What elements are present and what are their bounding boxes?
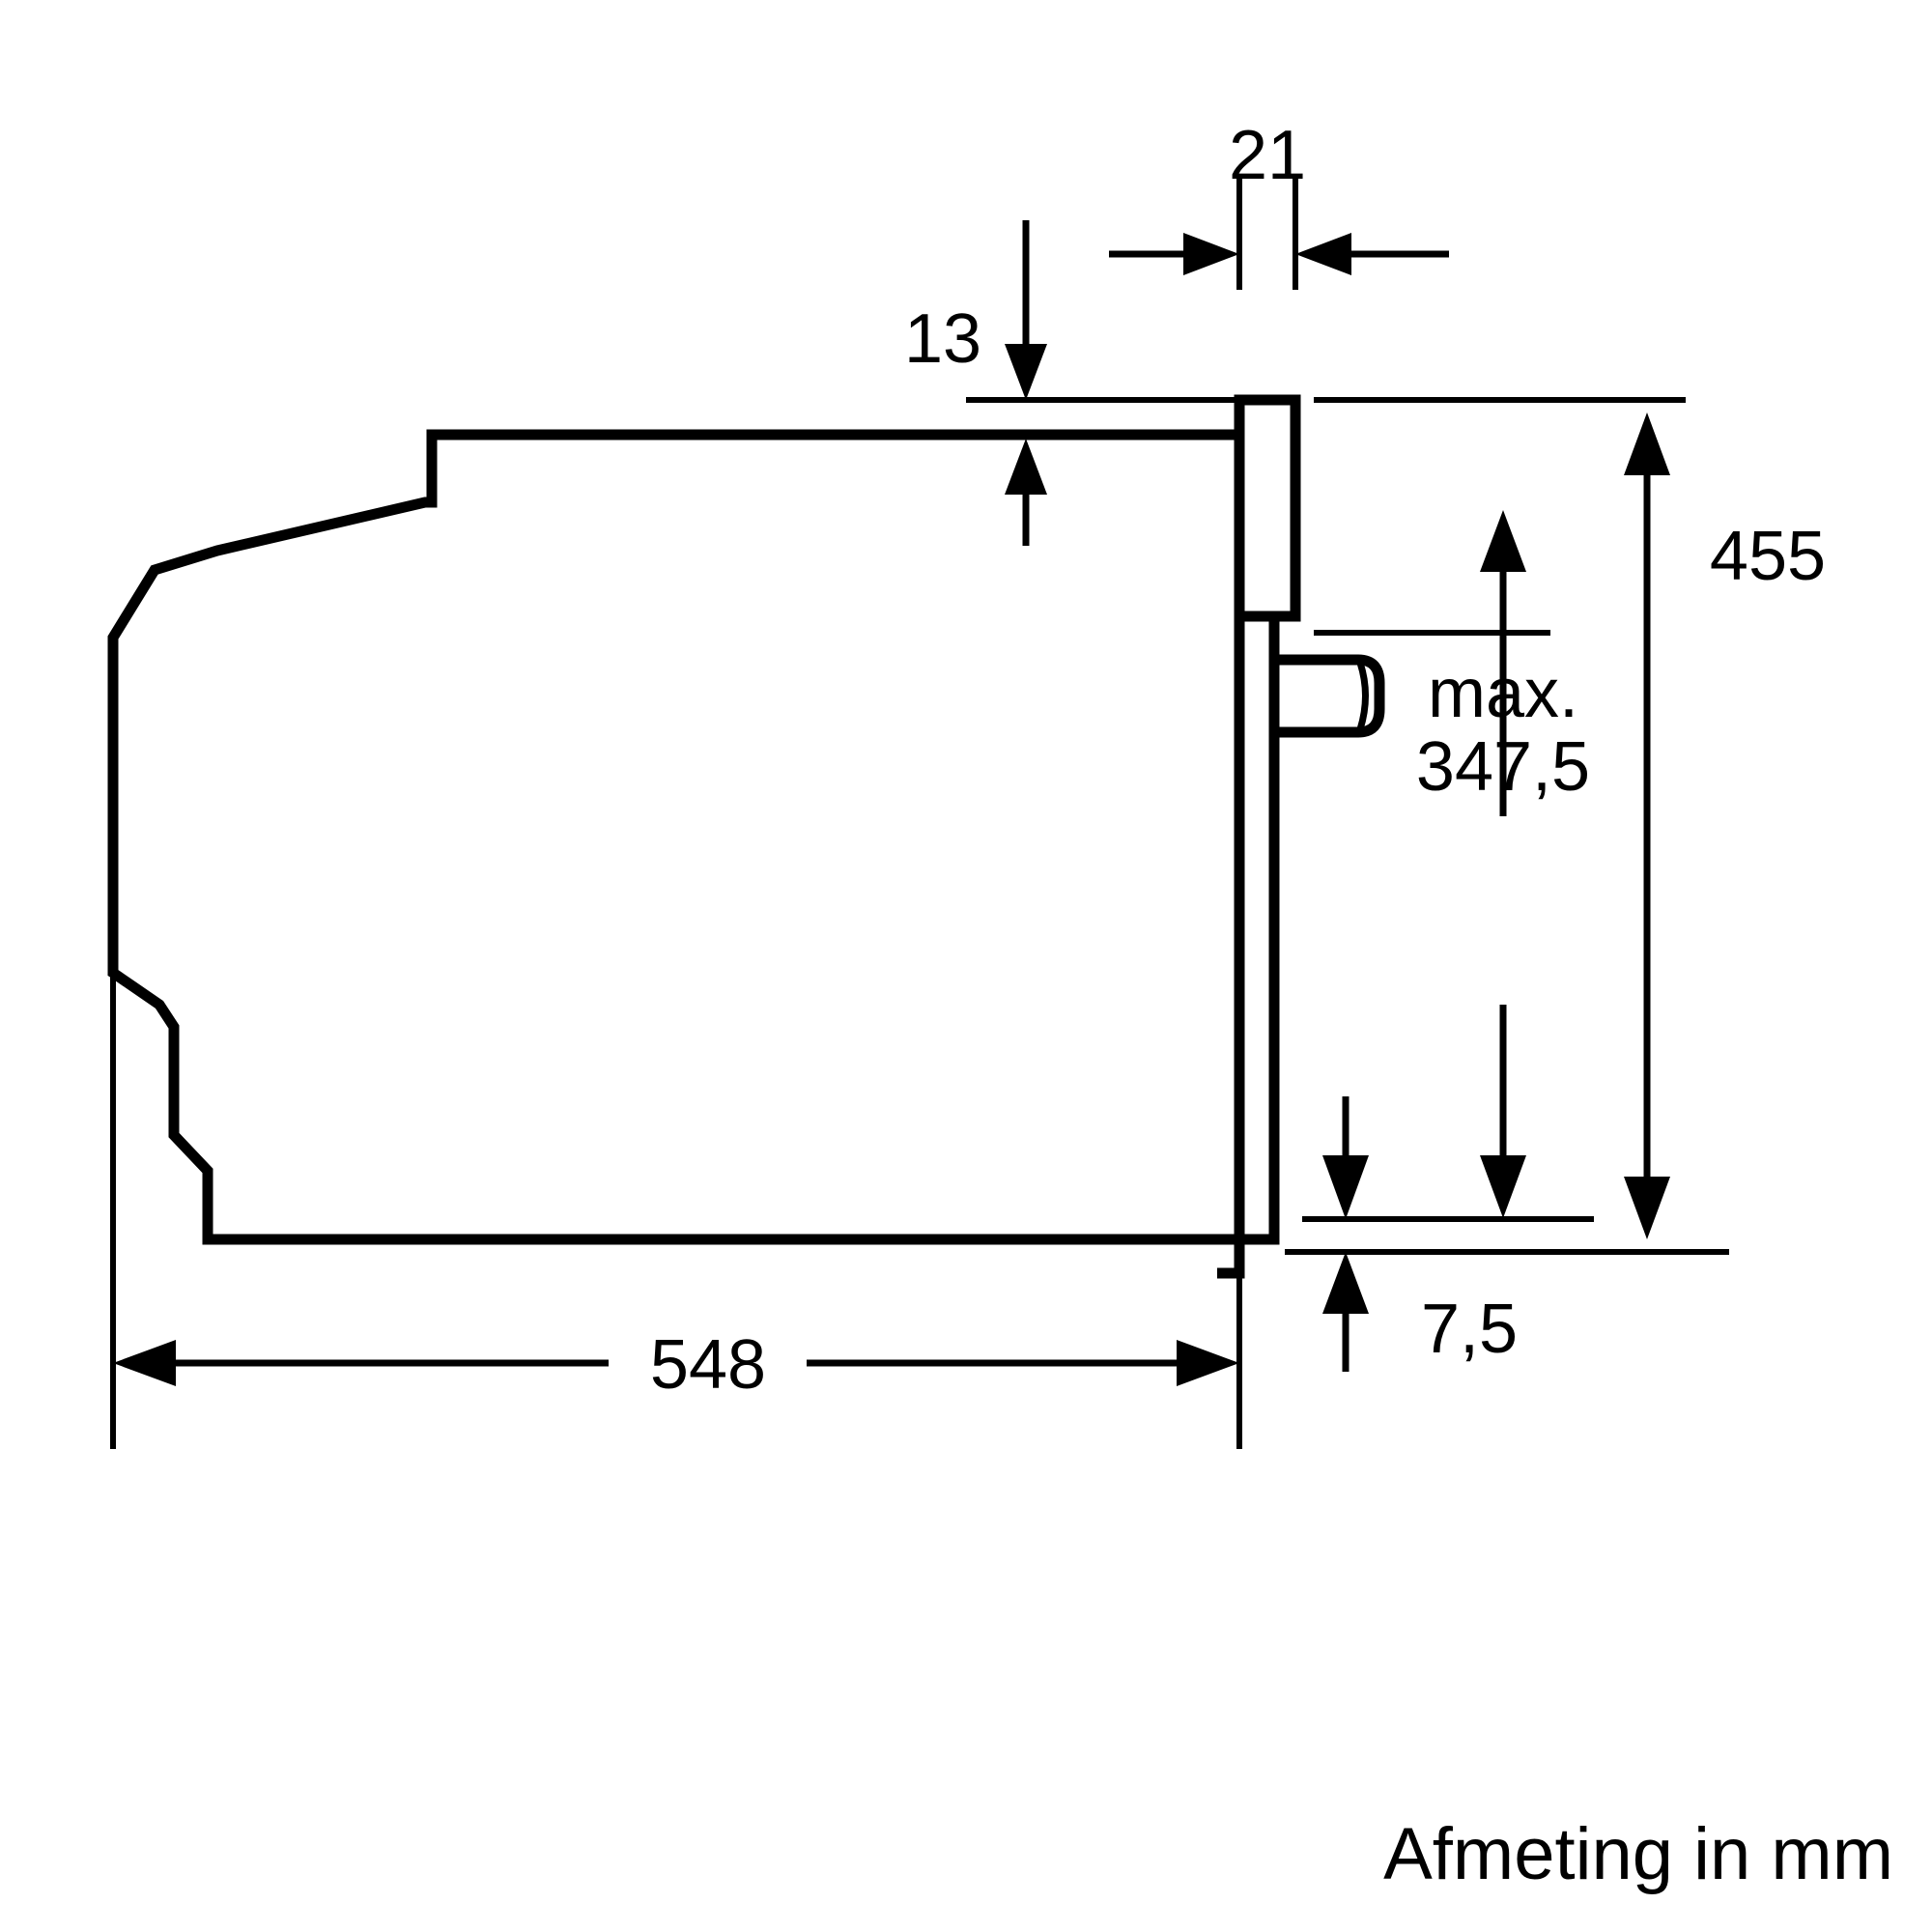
dimension-455: 455 (1624, 412, 1826, 1239)
dimension-13-label: 13 (904, 300, 981, 378)
dimension-max-347-5-label-line1: max. (1428, 655, 1578, 732)
dimension-7-5: 7,5 (1322, 1096, 1518, 1372)
dimension-13: 13 (904, 220, 1047, 546)
dimension-21-label: 21 (1229, 117, 1306, 194)
oven-door-panel (1217, 394, 1301, 1279)
dimension-21: 21 (1109, 117, 1449, 275)
dimension-548: 548 (113, 1326, 1239, 1404)
dimension-548-label: 548 (650, 1326, 766, 1404)
drawing-caption: Afmeting in mm (1383, 1813, 1893, 1895)
dimension-max-347-5-label-line2: 347,5 (1416, 728, 1590, 806)
extension-lines (110, 174, 1729, 1449)
dimension-455-label: 455 (1710, 518, 1826, 595)
oven-body-outline (107, 429, 1245, 1245)
dimension-max-347-5: max. 347,5 (1416, 510, 1590, 1218)
oven-door-handle (1274, 654, 1385, 738)
dimension-7-5-label: 7,5 (1421, 1291, 1518, 1368)
